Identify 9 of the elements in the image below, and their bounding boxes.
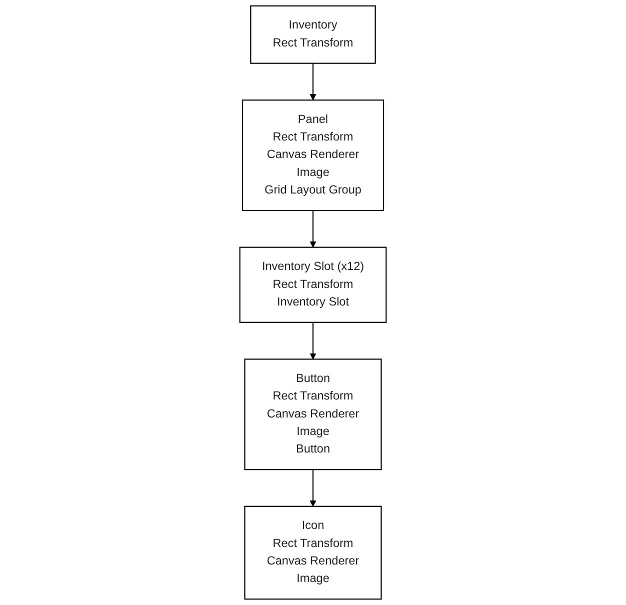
arrow — [310, 470, 316, 507]
node-box: Inventory Rect Transform — [250, 5, 376, 64]
arrow — [310, 210, 316, 248]
arrow — [310, 322, 316, 360]
arrow — [310, 63, 316, 100]
node-box: Panel Rect Transform Canvas Renderer Image Grid Layout Group — [242, 100, 384, 212]
node-box: Button Rect Transform Canvas Renderer Image Button — [244, 358, 382, 470]
node-box: Inventory Slot (x12) Rect Transform Inventory Slot — [239, 246, 387, 323]
node-box: Icon Rect Transform Canvas Renderer Image — [244, 506, 382, 600]
